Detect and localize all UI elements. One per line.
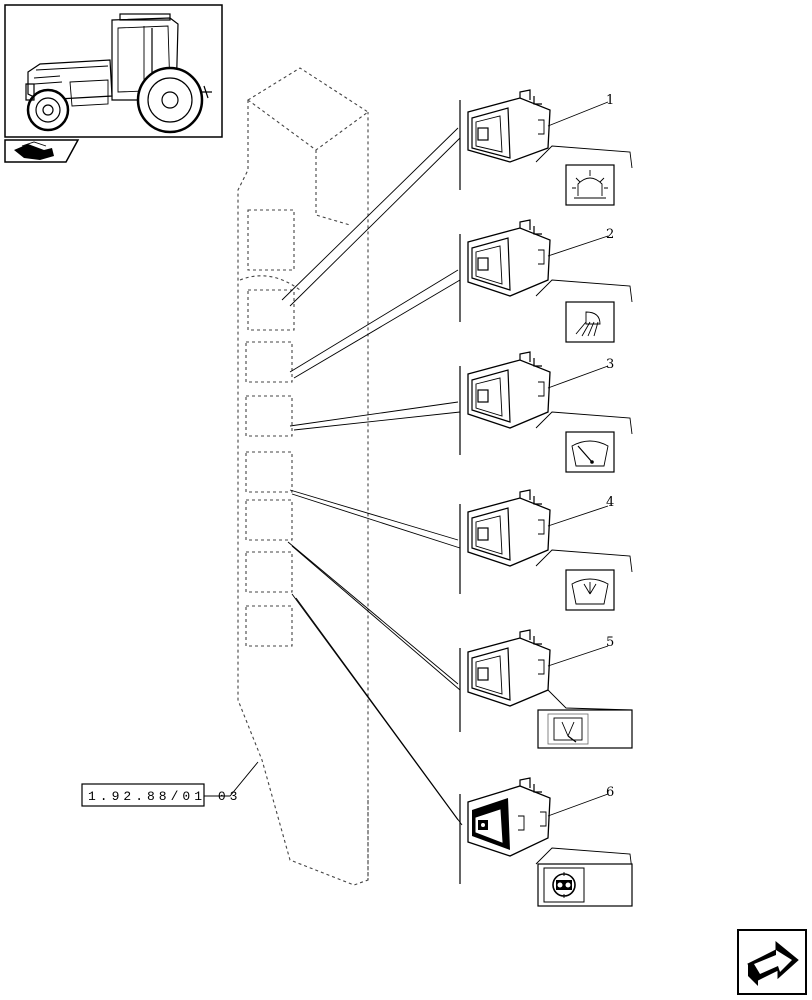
console-slot <box>245 499 293 541</box>
callout-number: 3 <box>606 357 614 372</box>
console-slot <box>245 451 293 493</box>
tractor-thumbnail-icon[interactable] <box>4 4 223 138</box>
rear-washer-icon[interactable] <box>537 709 633 749</box>
callout-number: 2 <box>606 227 614 242</box>
console-pillar <box>237 67 369 886</box>
console-slot <box>247 289 295 331</box>
callout-number: 4 <box>606 495 614 510</box>
switch-1[interactable]: 1 <box>459 89 633 190</box>
hazard-warning-icon[interactable] <box>537 863 633 907</box>
leader-lines <box>281 127 463 826</box>
switch-2[interactable]: 2 <box>459 219 633 322</box>
work-light-icon[interactable] <box>565 301 615 343</box>
console-slot <box>245 551 293 593</box>
rear-wiper-icon[interactable] <box>565 431 615 473</box>
switch-6[interactable]: 6 <box>459 777 633 884</box>
windscreen-washer-icon[interactable] <box>565 569 615 611</box>
switch-5[interactable]: 5 <box>459 629 633 732</box>
reference-code: 1.92.88/01 03 <box>88 789 241 804</box>
section-badge-icon[interactable] <box>4 139 80 163</box>
console-slot <box>247 209 295 271</box>
console-slot <box>245 341 293 383</box>
reference-code-box[interactable]: 1.92.88/01 03 <box>81 761 259 807</box>
callout-number: 6 <box>606 785 614 800</box>
switch-4[interactable]: 4 <box>459 489 633 594</box>
switch-3[interactable]: 3 <box>459 351 633 455</box>
callout-number: 5 <box>606 635 614 650</box>
console-slot <box>245 605 293 647</box>
callout-number: 1 <box>606 93 614 108</box>
next-page-arrow-icon[interactable] <box>737 929 807 995</box>
console-slot <box>245 395 293 437</box>
beacon-light-icon[interactable] <box>565 164 615 206</box>
